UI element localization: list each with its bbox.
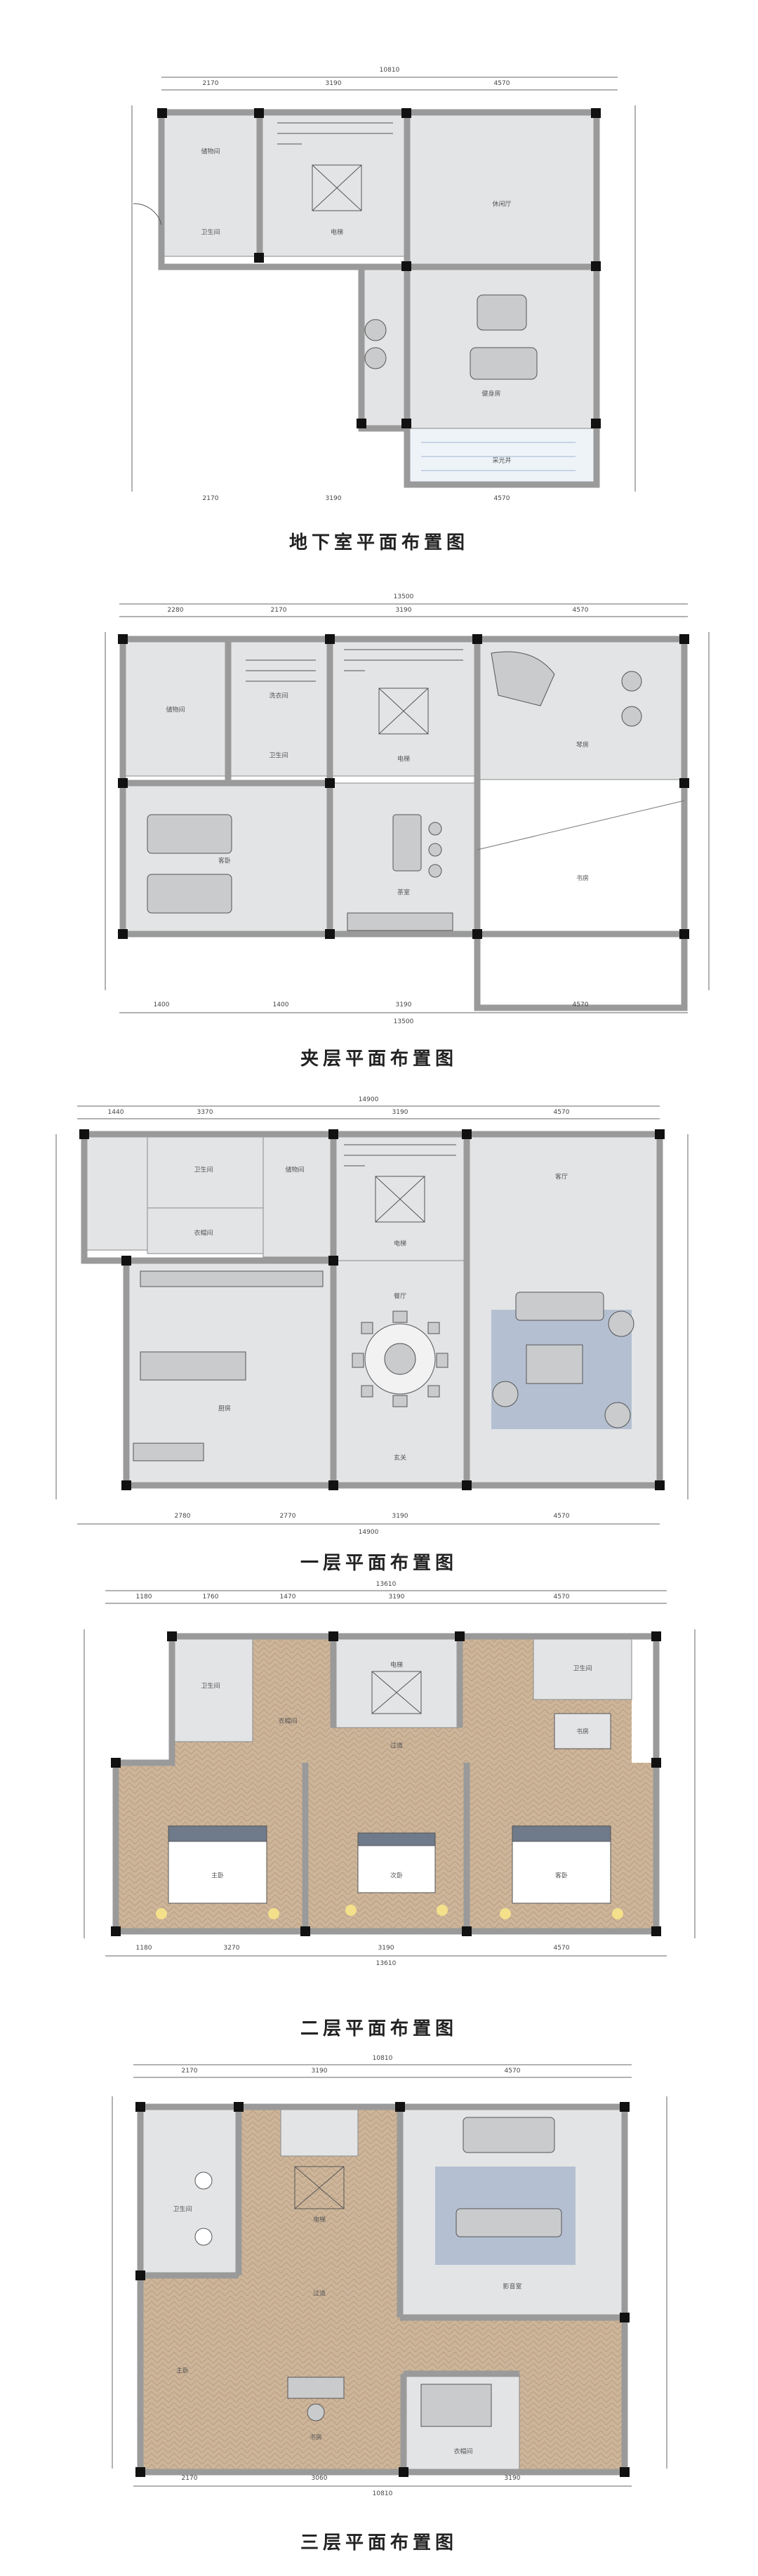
plan-caption: 二层平面布置图 bbox=[300, 2018, 458, 2039]
plan-caption: 三层平面布置图 bbox=[300, 2532, 458, 2554]
room-label: 玄关 bbox=[393, 1454, 407, 1462]
room-label: 琴房 bbox=[576, 742, 590, 749]
room-label: 卫生间 bbox=[201, 229, 220, 237]
dim-bottom-4: 4570 bbox=[572, 1001, 589, 1008]
dim-top-3: 3190 bbox=[392, 1109, 408, 1116]
dim-bottom-1: 2170 bbox=[181, 2475, 198, 2482]
dim-top-2: 3190 bbox=[325, 80, 342, 87]
plan-second-floor: 13610 1180 1760 1470 3190 4570 1180 3270… bbox=[0, 1580, 758, 1973]
room-label: 衣帽间 bbox=[453, 2448, 473, 2456]
dim-top-4: 4570 bbox=[572, 607, 589, 614]
room-label: 储物间 bbox=[166, 707, 185, 714]
dim-top-3: 4570 bbox=[493, 80, 510, 87]
room-label: 电梯 bbox=[397, 756, 411, 763]
dim-bottom-2: 3060 bbox=[311, 2475, 328, 2482]
room-label: 电梯 bbox=[390, 1662, 404, 1669]
room-label: 采光井 bbox=[492, 457, 512, 465]
dim-top-2: 1760 bbox=[202, 1593, 219, 1601]
floor-plan-drawing bbox=[112, 2064, 667, 2487]
dim-top-1: 1180 bbox=[135, 1593, 152, 1601]
dim-top-total: 13610 bbox=[375, 1581, 397, 1588]
dim-top-2: 2170 bbox=[270, 607, 287, 614]
room-label: 客卧 bbox=[554, 1872, 568, 1880]
floor-plan-drawing bbox=[84, 1590, 696, 1957]
dim-bottom-2: 1400 bbox=[272, 1001, 289, 1008]
room-label: 休闲厅 bbox=[492, 201, 512, 209]
dim-bottom-3: 3190 bbox=[395, 1001, 412, 1008]
plan-mezzanine: 13500 2280 2170 3190 4570 1400 1400 3190… bbox=[0, 583, 758, 1032]
dim-top-2: 3190 bbox=[311, 2068, 328, 2075]
dim-top-total: 10810 bbox=[379, 67, 400, 74]
room-label: 主卧 bbox=[211, 1872, 225, 1880]
room-label: 过道 bbox=[390, 1742, 404, 1750]
room-label: 过道 bbox=[312, 2290, 326, 2298]
room-label: 衣帽间 bbox=[194, 1230, 213, 1237]
dim-bottom-2: 2770 bbox=[279, 1513, 296, 1520]
dim-top-1: 2170 bbox=[181, 2068, 198, 2075]
dim-bottom-2: 3270 bbox=[223, 1945, 240, 1952]
dim-bottom-3: 3190 bbox=[504, 2475, 521, 2482]
room-label: 餐厅 bbox=[393, 1293, 407, 1301]
dim-top-total: 14900 bbox=[358, 1096, 379, 1103]
dim-top-4: 4570 bbox=[553, 1109, 570, 1116]
dim-bottom-2: 3190 bbox=[325, 495, 342, 502]
dim-bottom-1: 2780 bbox=[174, 1513, 191, 1520]
room-label: 电梯 bbox=[312, 2216, 326, 2224]
dim-top-1: 2280 bbox=[167, 607, 184, 614]
floor-plan-drawing bbox=[105, 603, 710, 1013]
plan-caption: 地下室平面布置图 bbox=[288, 532, 469, 553]
dim-bottom-3: 3190 bbox=[378, 1945, 394, 1952]
plan-basement: 10810 2170 3190 4570 2170 3190 4570 储物间 … bbox=[0, 0, 758, 506]
room-label: 次卧 bbox=[390, 1872, 404, 1880]
dim-bottom-total: 10810 bbox=[372, 2490, 393, 2497]
room-label: 衣帽间 bbox=[278, 1718, 298, 1726]
room-label: 洗衣间 bbox=[269, 692, 288, 700]
room-label: 厨房 bbox=[218, 1405, 232, 1413]
room-label: 卫生间 bbox=[173, 2206, 192, 2214]
dim-bottom-4: 4570 bbox=[553, 1945, 570, 1952]
room-label: 茶室 bbox=[397, 889, 411, 897]
floor-plan-drawing bbox=[131, 77, 636, 492]
room-label: 主卧 bbox=[175, 2367, 190, 2375]
room-label: 客厅 bbox=[554, 1174, 568, 1181]
dim-bottom-1: 1400 bbox=[153, 1001, 170, 1008]
room-label: 电梯 bbox=[393, 1240, 407, 1248]
dim-bottom-total: 14900 bbox=[358, 1529, 379, 1536]
room-label: 影音室 bbox=[503, 2283, 522, 2291]
dim-top-3: 1470 bbox=[279, 1593, 296, 1601]
dim-top-3: 3190 bbox=[395, 607, 412, 614]
plan-caption: 夹层平面布置图 bbox=[300, 1049, 458, 1070]
room-label: 书房 bbox=[576, 1728, 590, 1736]
dim-bottom-total: 13610 bbox=[375, 1960, 397, 1967]
dim-bottom-4: 4570 bbox=[553, 1513, 570, 1520]
room-label: 卫生间 bbox=[573, 1665, 592, 1673]
dim-top-2: 3370 bbox=[197, 1109, 213, 1116]
dim-bottom-3: 4570 bbox=[493, 495, 510, 502]
room-label: 健身房 bbox=[481, 390, 501, 398]
plan-ground-floor: 14900 1440 3370 3190 4570 2780 2770 3190… bbox=[0, 1092, 758, 1542]
dim-top-4: 3190 bbox=[388, 1593, 405, 1601]
dim-top-total: 13500 bbox=[393, 593, 414, 600]
dim-top-total: 10810 bbox=[372, 2055, 393, 2062]
room-label: 书房 bbox=[309, 2434, 323, 2442]
plan-third-floor: 10810 2170 3190 4570 2170 3060 3190 1081… bbox=[0, 2054, 758, 2518]
dim-bottom-1: 1180 bbox=[135, 1945, 152, 1952]
room-label: 卫生间 bbox=[201, 1683, 220, 1690]
dim-bottom-1: 2170 bbox=[202, 495, 219, 502]
dim-top-3: 4570 bbox=[504, 2068, 521, 2075]
room-label: 客卧 bbox=[218, 857, 232, 865]
room-label: 储物间 bbox=[285, 1167, 305, 1174]
room-label: 卫生间 bbox=[269, 752, 288, 760]
dim-top-1: 2170 bbox=[202, 80, 219, 87]
dim-top-5: 4570 bbox=[553, 1593, 570, 1601]
room-label: 书房 bbox=[576, 875, 590, 883]
dim-bottom-total: 13500 bbox=[393, 1018, 414, 1025]
room-label: 卫生间 bbox=[194, 1167, 213, 1174]
room-label: 储物间 bbox=[201, 148, 220, 156]
dim-bottom-3: 3190 bbox=[392, 1513, 408, 1520]
plan-caption: 一层平面布置图 bbox=[300, 1553, 458, 1574]
floor-plan-drawing bbox=[55, 1105, 689, 1525]
room-label: 电梯 bbox=[330, 229, 344, 237]
dim-top-1: 1440 bbox=[107, 1109, 124, 1116]
